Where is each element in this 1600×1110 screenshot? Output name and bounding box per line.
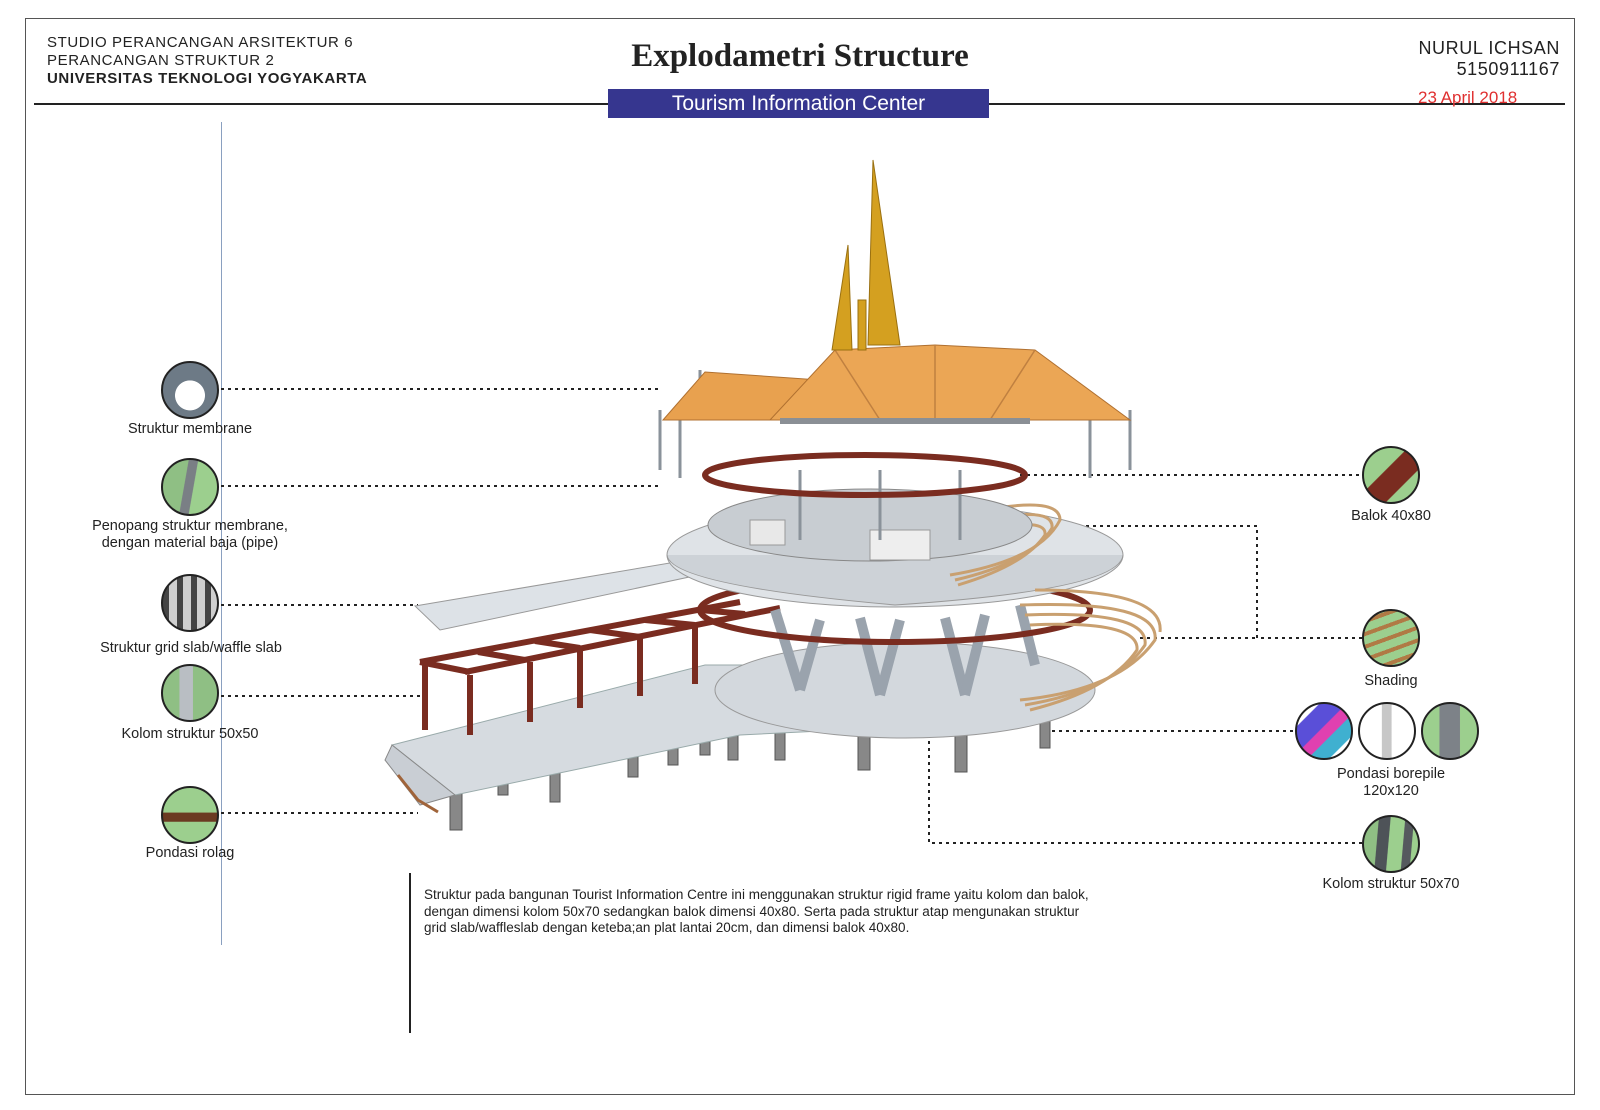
borepile-detail-thumbnail-1 [1295, 702, 1353, 760]
penopang-detail-thumbnail [161, 458, 219, 516]
page-frame [25, 18, 1575, 1095]
header-rule-right [988, 103, 1565, 105]
kolom-70-detail-thumbnail [1362, 815, 1420, 873]
label-borepile-line1: Pondasi borepile [1336, 766, 1446, 782]
student-id: 5150911167 [1456, 59, 1560, 79]
structure-description: Struktur pada bangunan Tourist Informati… [424, 887, 1184, 937]
university-name: UNIVERSITAS TEKNOLOGI YOGYAKARTA [47, 70, 368, 87]
label-kolom-50x70: Kolom struktur 50x70 [1322, 876, 1460, 892]
description-line3: grid slab/waffleslab dengan keteba;an pl… [424, 920, 910, 935]
membrane-roof [661, 344, 1132, 424]
description-guide-line [409, 873, 411, 1033]
label-balok-40x80: Balok 40x80 [1351, 508, 1431, 524]
header-left: STUDIO PERANCANGAN ARSITEKTUR 6 PERANCAN… [47, 34, 367, 88]
subtitle-banner: Tourism Information Center [608, 89, 989, 118]
leader-lines [221, 388, 1362, 844]
label-pondasi-borepile: Pondasi borepile 120x120 [1310, 766, 1472, 800]
label-struktur-membrane: Struktur membrane [127, 421, 253, 437]
label-penopang: Penopang struktur membrane, dengan mater… [70, 518, 310, 552]
label-shading: Shading [1364, 673, 1418, 689]
course-name: PERANCANGAN STRUKTUR 2 [47, 52, 275, 69]
borepile-detail-thumbnail-3 [1421, 702, 1479, 760]
label-pondasi-rolag: Pondasi rolag [145, 845, 235, 861]
date-stamp: 23 April 2018 [1418, 88, 1518, 107]
membrane-detail-thumbnail [161, 361, 219, 419]
membrane-spires [831, 159, 901, 351]
page-title: Explodametri Structure [631, 38, 969, 74]
roof-support-pipes [658, 370, 1132, 540]
author-name: NURUL ICHSAN [1418, 38, 1560, 58]
description-line2: dengan dimensi kolom 50x70 sedangkan bal… [424, 903, 1080, 919]
label-penopang-line1: Penopang struktur membrane, [92, 518, 288, 534]
borepile-detail-thumbnail-2 [1358, 702, 1416, 760]
balok-detail-thumbnail [1362, 446, 1420, 504]
left-guide-line [221, 122, 222, 945]
pergola-frame [419, 599, 781, 735]
label-borepile-line2: 120x120 [1363, 783, 1419, 799]
description-line1: Struktur pada bangunan Tourist Informati… [424, 887, 1089, 902]
kolom-50-detail-thumbnail [161, 664, 219, 722]
label-grid-slab: Struktur grid slab/waffle slab [100, 640, 282, 656]
ring-beam-top [702, 452, 1028, 498]
header-right: NURUL ICHSAN 5150911167 [1418, 38, 1560, 80]
columns-50x70 [770, 603, 1040, 697]
studio-name: STUDIO PERANCANGAN ARSITEKTUR 6 [47, 34, 354, 51]
pondasi-rolag-thumbnail [161, 786, 219, 844]
grid-slab-detail-thumbnail [161, 574, 219, 632]
label-kolom-50x50: Kolom struktur 50x50 [121, 726, 259, 742]
upper-floor [707, 488, 1033, 562]
header-rule-left [34, 103, 609, 105]
shading-detail-thumbnail [1362, 609, 1420, 667]
label-penopang-line2: dengan material baja (pipe) [101, 535, 279, 551]
